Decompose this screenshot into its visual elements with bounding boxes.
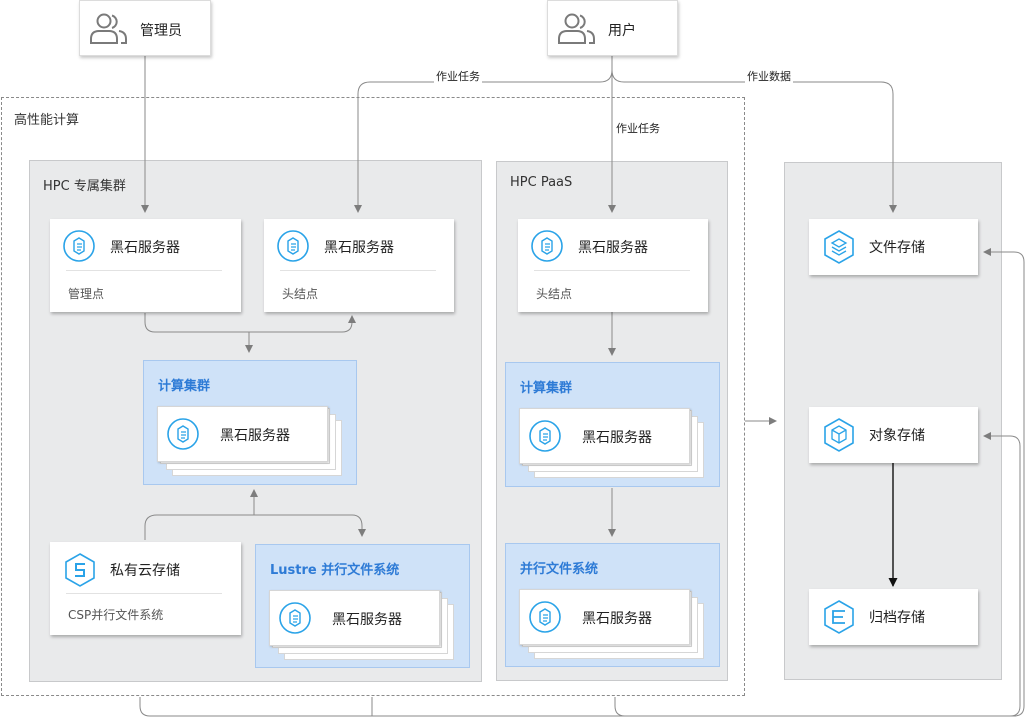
- paas-compute-server-title: 黑石服务器: [582, 430, 652, 446]
- admin-label: 管理员: [140, 23, 182, 39]
- paas-parallel-fs-server-title: 黑石服务器: [582, 611, 652, 627]
- object-storage-icon: [824, 418, 854, 452]
- private-storage-title: 私有云存储: [110, 563, 180, 579]
- paas-compute-server-card[interactable]: 黑石服务器: [519, 408, 690, 464]
- paas-parallel-fs-server-card[interactable]: 黑石服务器: [519, 589, 690, 645]
- lustre-server-title: 黑石服务器: [332, 612, 402, 628]
- lustre-group[interactable]: Lustre 并行文件系统 黑石服务器: [255, 544, 470, 668]
- server-icon: [529, 420, 561, 452]
- object-storage-card[interactable]: 对象存储: [809, 407, 978, 463]
- paas-compute-cluster[interactable]: 计算集群 黑石服务器: [505, 362, 720, 487]
- compute-server-card[interactable]: 黑石服务器: [157, 406, 328, 462]
- edge-return-file: [139, 248, 1025, 717]
- mgmt-server-sub: 管理点: [68, 287, 105, 301]
- archive-storage-card[interactable]: 归档存储: [809, 589, 978, 645]
- file-storage-card[interactable]: 文件存储: [809, 219, 978, 275]
- hpc-region-title: 高性能计算: [14, 113, 80, 128]
- edge-label-job-task-left: 作业任务: [434, 68, 482, 84]
- paas-head-server-card[interactable]: 黑石服务器 头结点: [518, 219, 708, 312]
- server-icon: [531, 230, 563, 262]
- paas-parallel-fs-title: 并行文件系统: [520, 562, 599, 577]
- mgmt-server-card[interactable]: 黑石服务器 管理点: [50, 219, 241, 312]
- private-storage-sub: CSP并行文件系统: [68, 608, 164, 622]
- edge-label-job-task-down: 作业任务: [614, 120, 662, 136]
- admin-node[interactable]: 管理员: [79, 0, 211, 56]
- head-server-card[interactable]: 黑石服务器 头结点: [264, 219, 454, 312]
- paas-head-server-title: 黑石服务器: [578, 240, 648, 256]
- server-icon: [63, 230, 95, 262]
- dedicated-compute-cluster[interactable]: 计算集群 黑石服务器: [143, 360, 357, 485]
- lustre-title: Lustre 并行文件系统: [270, 563, 400, 578]
- hpc-region: [1, 97, 745, 696]
- users-icon: [90, 13, 127, 44]
- user-label: 用户: [608, 23, 636, 39]
- head-server-sub: 头结点: [282, 287, 319, 301]
- hpc-dedicated-title: HPC 专属集群: [43, 179, 126, 194]
- divider: [280, 270, 436, 271]
- file-storage-icon: [824, 230, 854, 264]
- server-icon: [167, 418, 199, 450]
- archive-storage-icon: [824, 600, 854, 634]
- mgmt-server-title: 黑石服务器: [110, 240, 180, 256]
- dedicated-compute-title: 计算集群: [158, 379, 211, 394]
- server-icon: [279, 602, 311, 634]
- private-storage-card[interactable]: 私有云存储 CSP并行文件系统: [50, 542, 241, 635]
- head-server-title: 黑石服务器: [324, 240, 394, 256]
- divider: [66, 593, 222, 594]
- archive-storage-title: 归档存储: [869, 610, 925, 626]
- edge-mgmt-head-join: [144, 313, 356, 333]
- object-storage-title: 对象存储: [869, 428, 925, 444]
- storage-s-icon: [65, 553, 95, 587]
- edge-user-to-head: [354, 55, 613, 213]
- paas-head-server-sub: 头结点: [536, 287, 573, 301]
- edge-return-object: [614, 432, 1021, 717]
- edge-user-to-file: [611, 69, 897, 213]
- paas-parallel-fs-group[interactable]: 并行文件系统 黑石服务器: [505, 543, 720, 667]
- server-icon: [529, 601, 561, 633]
- server-icon: [277, 230, 309, 262]
- divider: [66, 270, 222, 271]
- edge-label-job-data: 作业数据: [745, 68, 793, 84]
- file-storage-title: 文件存储: [869, 240, 925, 256]
- divider: [534, 270, 690, 271]
- users-icon: [558, 13, 595, 44]
- hpc-paas-title: HPC PaaS: [510, 175, 573, 190]
- paas-compute-title: 计算集群: [520, 381, 573, 396]
- lustre-server-card[interactable]: 黑石服务器: [269, 590, 440, 646]
- compute-server-title: 黑石服务器: [220, 428, 290, 444]
- user-node[interactable]: 用户: [547, 0, 678, 56]
- edge-private-to-lustre: [144, 514, 366, 540]
